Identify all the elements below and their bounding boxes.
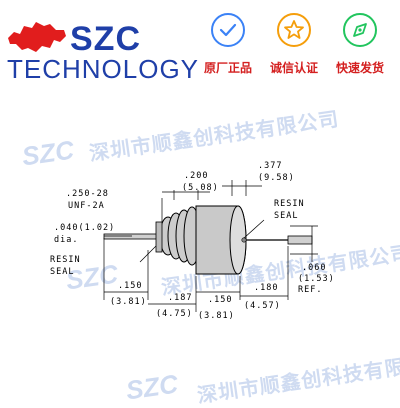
logo-icon	[8, 22, 66, 52]
dim-187-mm-label: (4.75)	[156, 309, 193, 319]
dimension-lines	[103, 180, 318, 312]
dim-150a-mm-label: (3.81)	[110, 297, 147, 307]
dim-150a-label: .150	[118, 281, 142, 291]
ref-label: REF.	[298, 285, 322, 295]
right-lead-end	[287, 235, 313, 245]
thread-spec-label: .250-28	[66, 189, 109, 199]
badge-genuine: 原厂正品	[198, 12, 258, 76]
thread-spec-label: UNF-2A	[68, 201, 105, 211]
badge-shipping: 快速发货	[330, 12, 390, 76]
dim-150b-label: .150	[208, 295, 232, 305]
dim-200-label: .200	[184, 171, 208, 181]
dim-200-mm-label: (5.08)	[182, 183, 219, 193]
threaded-stud	[159, 206, 201, 266]
badge-label: 诚信认证	[269, 61, 318, 75]
resin-seal-label: SEAL	[274, 211, 298, 221]
left-lead	[103, 233, 161, 240]
badge-label: 快速发货	[335, 61, 384, 75]
dim-060-label: .060	[302, 263, 326, 273]
check-icon	[211, 13, 245, 47]
dim-180-label: .180	[254, 283, 278, 293]
dim-060-mm-label: (1.53)	[298, 274, 335, 284]
resin-seal-label: RESIN	[50, 255, 81, 265]
badge-label: 原厂正品	[203, 61, 252, 75]
wire-diameter-label: .040(1.02)	[54, 223, 115, 233]
brand-subtitle: TECHNOLOGY	[7, 54, 200, 84]
compass-icon	[343, 13, 377, 47]
brand-name: SZC	[70, 20, 141, 58]
dim-180-mm-label: (4.57)	[244, 301, 281, 311]
badge-certified: 诚信认证	[264, 12, 324, 76]
resin-seal-label: SEAL	[50, 267, 74, 277]
seal-washer	[155, 221, 163, 253]
dim-187-label: .187	[168, 293, 192, 303]
wire-diameter-label: dia.	[54, 235, 78, 245]
dim-377-mm-label: (9.58)	[258, 173, 295, 183]
resin-seal-label: RESIN	[274, 199, 305, 209]
brand-header: SZC TECHNOLOGY	[0, 0, 400, 90]
resin-dot	[241, 237, 247, 243]
star-icon	[277, 13, 311, 47]
dim-150b-mm-label: (3.81)	[198, 311, 235, 321]
dim-377-label: .377	[258, 161, 282, 171]
